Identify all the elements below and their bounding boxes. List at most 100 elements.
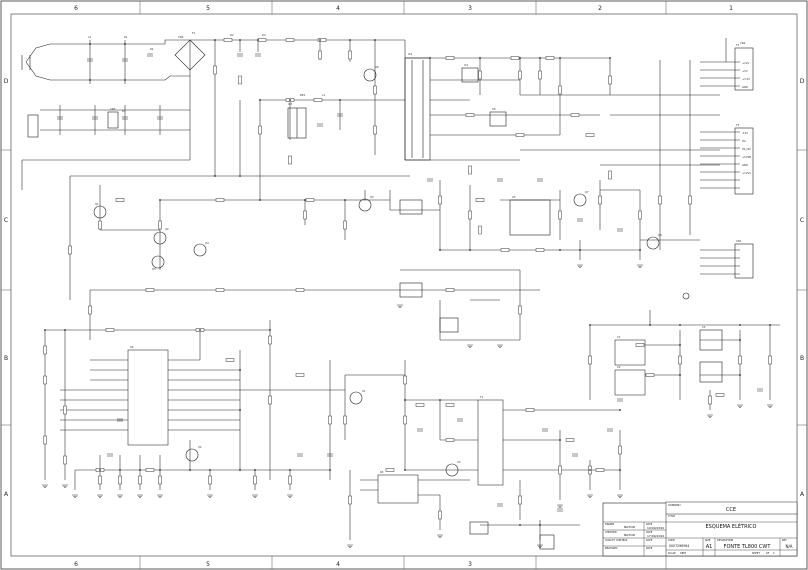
ground-symbol: [497, 344, 503, 348]
tb-date-label: DATE: [646, 523, 653, 526]
component-ref: T3: [736, 123, 740, 127]
resistor: [328, 415, 332, 425]
junction-dot: [239, 409, 241, 411]
tb-company-label: COMPANY: [668, 503, 681, 507]
junction-dot: [649, 324, 651, 326]
opamp-1: [489, 111, 507, 127]
resistor: [288, 475, 292, 485]
resistor: [373, 125, 377, 135]
col-label: 3: [468, 561, 472, 568]
resistor: [558, 210, 562, 220]
component-ref: T1: [480, 395, 484, 399]
tb-date-checked: 17/09/2010: [647, 534, 664, 538]
connector-cn3: [734, 243, 754, 279]
ground-symbol: [537, 544, 543, 548]
small-components: [42, 38, 773, 548]
column-labels-bottom: 6 5 4 3: [74, 561, 472, 568]
connector-cn2: [734, 127, 754, 195]
row-label: C: [4, 217, 8, 224]
resistor: [208, 475, 212, 485]
junction-dot: [329, 469, 331, 471]
component-labels: Q1Q2Q3Q4Q5Q6Q7Q8U1U2U3U4U5U6IC1IC2IC3T1T…: [88, 31, 751, 474]
component-ref: L1: [322, 93, 325, 97]
resistor: [145, 468, 155, 472]
component-ref: Q7: [585, 190, 589, 194]
resistor: [288, 155, 292, 165]
component-ref: Q4: [205, 241, 209, 245]
resistor: [295, 288, 305, 292]
component-ref: Q8: [658, 233, 662, 237]
tb-sheet: 1: [773, 551, 775, 555]
col-label: 6: [74, 561, 78, 568]
junction-dot: [589, 469, 591, 471]
resistor: [318, 50, 322, 60]
row-label: B: [800, 355, 804, 362]
resistor: [478, 225, 482, 235]
ground-symbol: [557, 504, 563, 508]
ground-symbol: [252, 494, 258, 498]
component-ref: C2: [617, 365, 621, 369]
resistor: [317, 38, 327, 42]
capacitor: [237, 53, 243, 57]
capacitor: [427, 178, 433, 182]
component-ref: U4: [130, 345, 134, 349]
transistor: [646, 236, 660, 250]
opamp-2: [461, 67, 479, 83]
capacitor: [317, 123, 323, 127]
junction-dot: [519, 524, 521, 526]
transistor: [153, 231, 167, 245]
junction-dot: [739, 339, 741, 341]
component-ref: U1: [362, 389, 366, 393]
component-ref: U3: [457, 460, 461, 464]
resistor: [438, 195, 442, 205]
junction-dot: [259, 199, 261, 201]
component-ref: Q5: [370, 195, 374, 199]
junction-dot: [257, 39, 259, 41]
capacitor: [117, 418, 123, 422]
resistor: [475, 198, 485, 202]
capacitor: [497, 178, 503, 182]
junction-dot: [239, 175, 241, 177]
resistor: [545, 56, 555, 60]
transistor: [363, 68, 377, 82]
major-components: [27, 47, 754, 550]
junction-dot: [209, 469, 211, 471]
controller-ic: [509, 199, 551, 236]
resistor: [445, 403, 455, 407]
component-ref: CN2: [740, 41, 746, 45]
resistor: [585, 133, 595, 137]
tb-date-label: DATE: [646, 531, 653, 534]
junction-dot: [559, 439, 561, 441]
junction-dot: [269, 329, 271, 331]
tb-checked-by: NILTON: [624, 533, 635, 537]
component-ref: IC3: [288, 102, 293, 106]
resistor: [468, 165, 472, 175]
resistor: [715, 393, 725, 397]
resistor: [215, 198, 225, 202]
junction-dot: [89, 43, 91, 45]
tb-drawing-number: 0007296564: [669, 544, 689, 548]
ground-symbol: [467, 344, 473, 348]
optocoupler-2: [399, 282, 423, 298]
resistor: [305, 198, 315, 202]
title-block: COMPANY CCE TITLE ESQUEMA ELÉTRICO DRAWN…: [602, 501, 798, 557]
tb-date-label: DATE: [646, 547, 653, 550]
transistors: [93, 68, 690, 477]
fan-connector: [27, 114, 39, 138]
resistor: [115, 198, 125, 202]
capacitor: [327, 453, 333, 457]
resistor: [213, 65, 217, 75]
capacitor: [57, 116, 63, 120]
resistor: [608, 75, 612, 85]
resistor: [348, 50, 352, 60]
resistor: [68, 245, 72, 255]
capacitor: [297, 453, 303, 457]
tb-code-label: CODE: [668, 539, 675, 542]
capacitor: [92, 116, 98, 120]
component-ref: U6: [492, 107, 496, 111]
junction-dot: [239, 469, 241, 471]
junction-dot: [639, 249, 641, 251]
row-label: A: [4, 491, 9, 498]
ground-symbol: [587, 494, 593, 498]
capacitor: [757, 388, 763, 392]
